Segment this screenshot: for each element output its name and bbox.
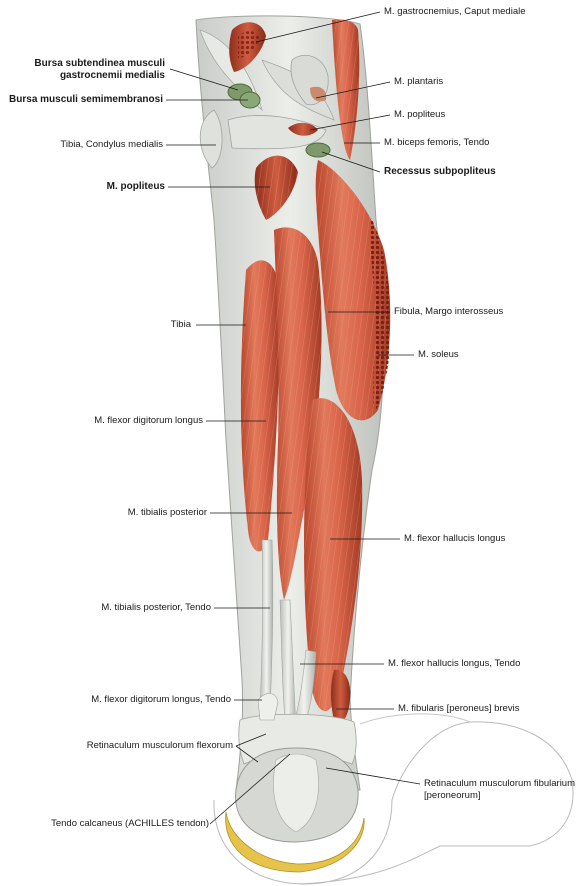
label-flexor-hallucis-longus: M. flexor hallucis longus <box>404 533 506 544</box>
label-tibia-condylus-medialis: Tibia, Condylus medialis <box>60 139 163 150</box>
label-flexor-digitorum-longus-tendo: M. flexor digitorum longus, Tendo <box>91 694 231 705</box>
label-biceps-femoris-tendo: M. biceps femoris, Tendo <box>384 137 490 148</box>
leader-lines <box>166 11 421 825</box>
label-recessus-subpopliteus: Recessus subpopliteus <box>384 166 496 177</box>
label-tibia: Tibia <box>170 319 191 330</box>
label-bursa-subtendinea-line1: Bursa subtendinea musculi <box>34 58 165 69</box>
label-fibularis-brevis: M. fibularis [peroneus] brevis <box>398 703 520 714</box>
label-popliteus-left: M. popliteus <box>106 181 165 192</box>
label-fibula-margo-interosseus: Fibula, Margo interosseus <box>394 306 504 317</box>
label-plantaris: M. plantaris <box>394 76 444 87</box>
label-flexor-digitorum-longus: M. flexor digitorum longus <box>94 415 203 426</box>
label-popliteus-right: M. popliteus <box>394 109 446 120</box>
label-flexor-hallucis-longus-tendo: M. flexor hallucis longus, Tendo <box>388 658 521 669</box>
label-bursa-subtendinea-line2: gastrocnemii medialis <box>59 70 165 81</box>
label-bursa-semimembranosi: Bursa musculi semimembranosi <box>9 94 163 105</box>
label-soleus: M. soleus <box>418 349 459 360</box>
label-tibialis-posterior: M. tibialis posterior <box>127 507 207 518</box>
label-tendo-calcaneus: Tendo calcaneus (ACHILLES tendon) <box>51 818 209 829</box>
label-retinaculum-fibularium-line2: [peroneorum] <box>424 790 481 801</box>
label-retinaculum-flexorum: Retinaculum musculorum flexorum <box>86 740 233 751</box>
label-tibialis-posterior-tendo: M. tibialis posterior, Tendo <box>101 602 211 613</box>
label-retinaculum-fibularium-line1: Retinaculum musculorum fibularium <box>424 778 575 789</box>
label-gastrocnemius-caput-mediale: M. gastrocnemius, Caput mediale <box>384 6 526 17</box>
